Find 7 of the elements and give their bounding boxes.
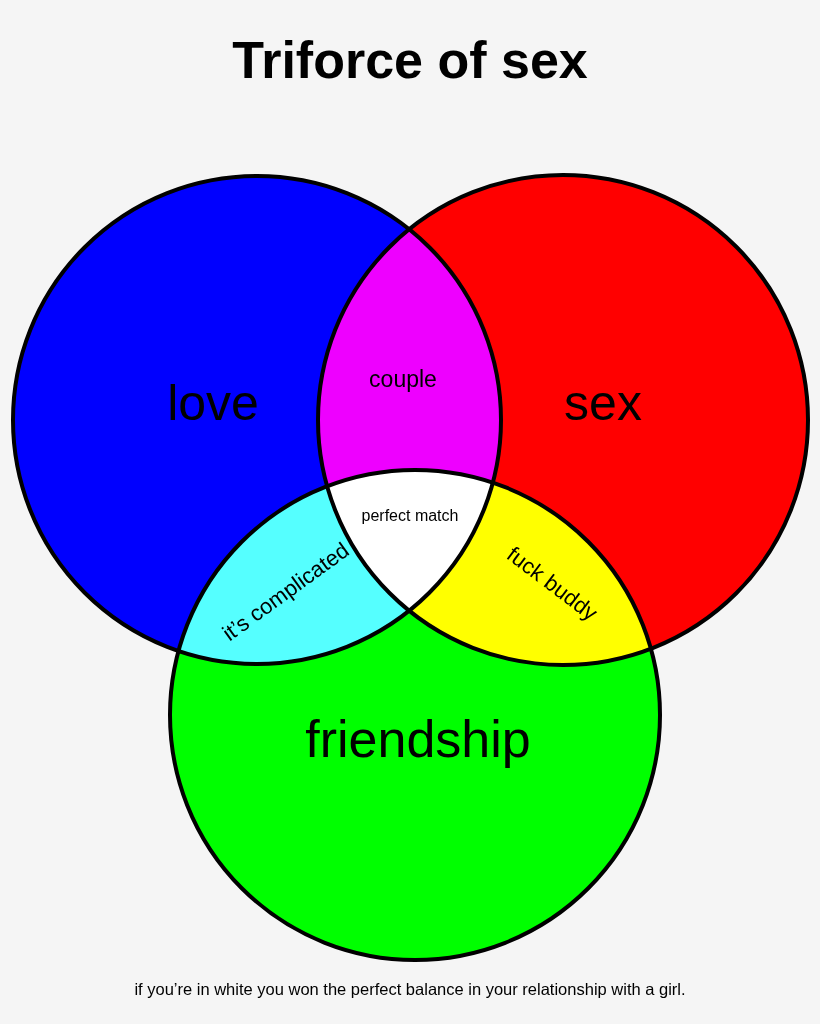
region-label: couple [338,367,468,393]
region-label: friendship [258,711,578,769]
caption: if you’re in white you won the perfect balance in your relationship with a girl. [133,980,687,999]
title: Triforce of sex [231,30,589,90]
region-label: love [113,375,313,431]
region-label: sex [503,375,703,431]
region-label: perfect match [360,507,460,525]
